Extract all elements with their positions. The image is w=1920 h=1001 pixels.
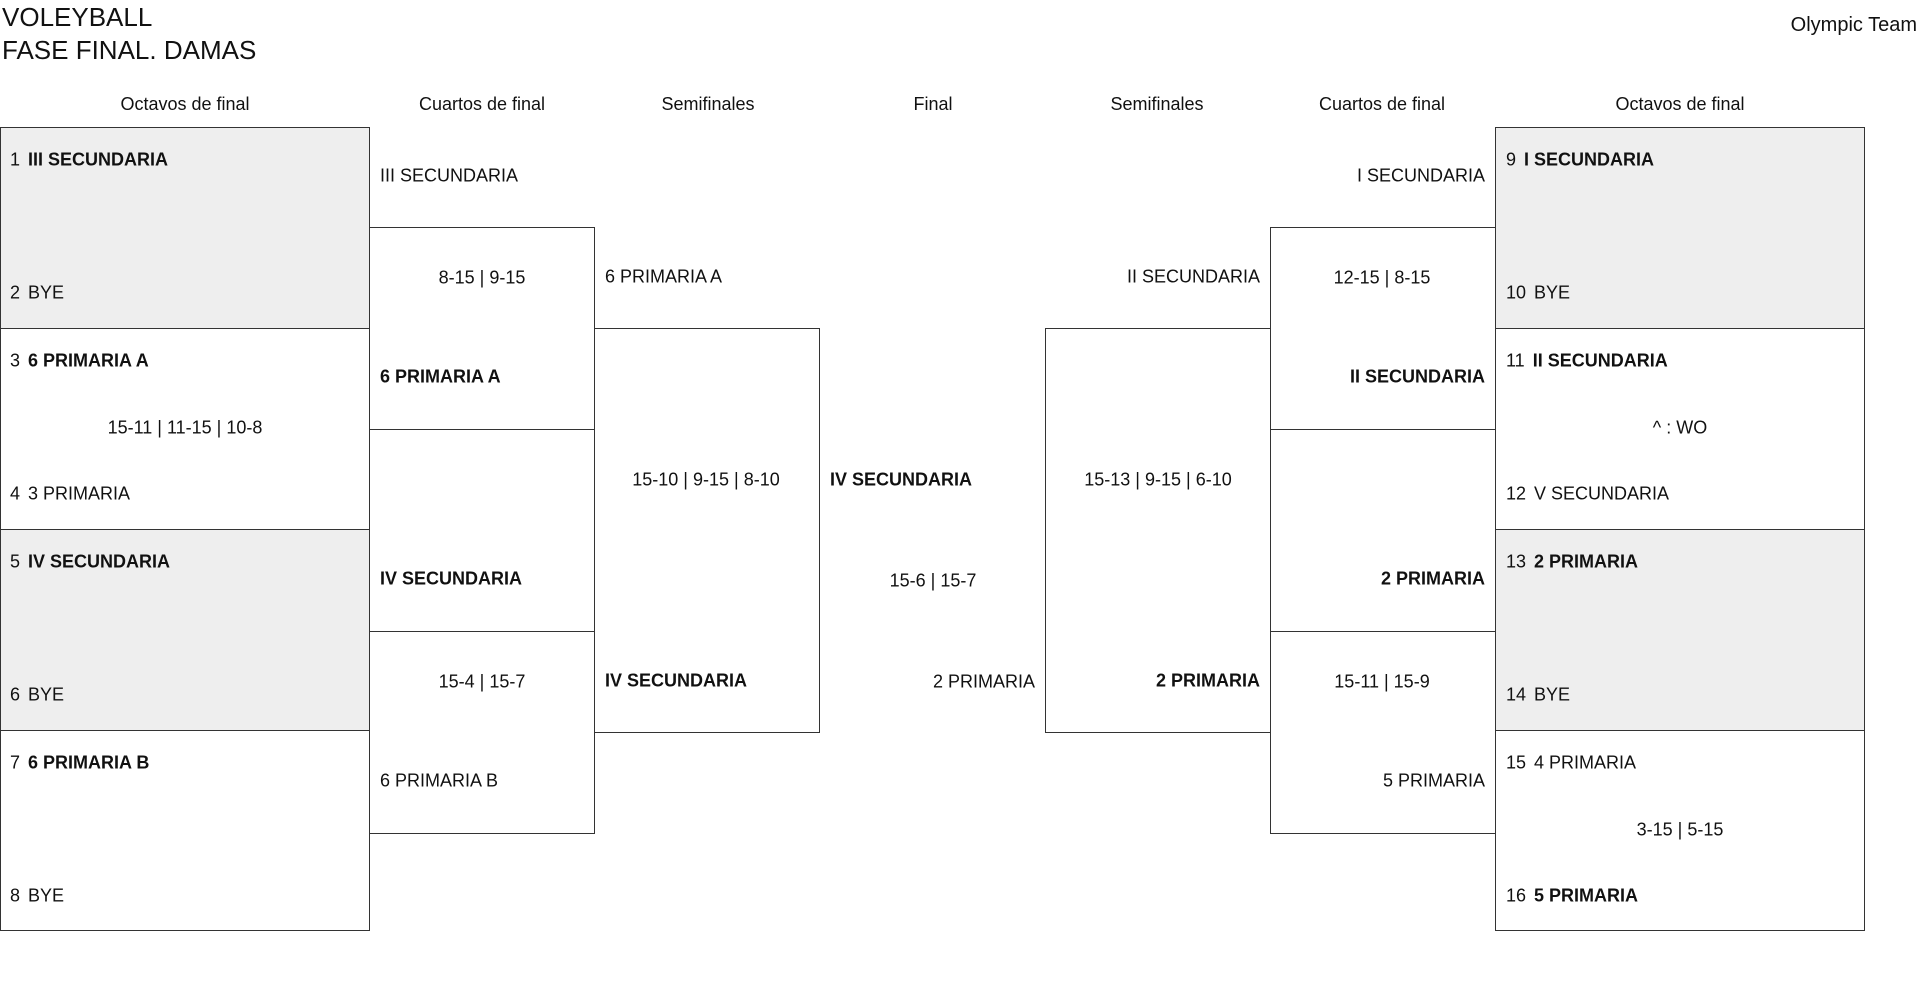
semi-team: 2 PRIMARIA <box>1155 670 1260 691</box>
bracket-connector <box>594 328 820 733</box>
brand-name: Olympic Team <box>1790 14 1917 36</box>
match-score: 3-15 | 5-15 <box>1636 819 1724 840</box>
header-cuartos-left: Cuartos de final <box>418 94 546 114</box>
bracket-connector <box>369 227 595 430</box>
sport-title: VOLEYBALL <box>2 2 153 32</box>
semi-team: II SECUNDARIA <box>1126 266 1260 287</box>
bracket-connector <box>1270 631 1496 834</box>
cuartos-team: 6 PRIMARIA B <box>380 770 499 791</box>
header-cuartos-right: Cuartos de final <box>1318 94 1446 114</box>
match-score: 15-4 | 15-7 <box>438 671 526 692</box>
cuartos-team: 2 PRIMARIA <box>1380 568 1485 589</box>
bracket-connector <box>369 631 595 834</box>
match-score: 8-15 | 9-15 <box>438 267 526 288</box>
match-score: 15-11 | 11-15 | 10-8 <box>107 417 263 438</box>
match-box <box>0 127 370 329</box>
champion-team: IV SECUNDARIA <box>830 469 973 490</box>
match-box <box>0 529 370 731</box>
bracket-connector <box>1270 227 1496 430</box>
final-score: 15-6 | 15-7 <box>889 570 977 591</box>
phase-title: FASE FINAL. DAMAS <box>2 35 257 65</box>
semi-team: IV SECUNDARIA <box>605 670 748 691</box>
finalist-team: 2 PRIMARIA <box>932 671 1035 692</box>
match-score: 15-10 | 9-15 | 8-10 <box>632 469 780 490</box>
match-box <box>1495 127 1865 329</box>
header-semis-left: Semifinales <box>661 94 755 114</box>
cuartos-team: II SECUNDARIA <box>1349 366 1485 387</box>
bracket-connector <box>1045 328 1271 733</box>
match-box <box>1495 529 1865 731</box>
header-octavos-right: Octavos de final <box>1615 94 1745 114</box>
semi-team: 6 PRIMARIA A <box>605 266 723 287</box>
match-score: 15-11 | 15-9 <box>1334 671 1430 692</box>
match-score: 12-15 | 8-15 <box>1333 267 1431 288</box>
cuartos-team: IV SECUNDARIA <box>380 568 523 589</box>
cuartos-team: I SECUNDARIA <box>1356 165 1485 186</box>
match-score: 15-13 | 9-15 | 6-10 <box>1084 469 1232 490</box>
match-score: ^ : WO <box>1652 417 1708 438</box>
header-octavos-left: Octavos de final <box>120 94 250 114</box>
cuartos-team: 5 PRIMARIA <box>1382 770 1485 791</box>
header-final: Final <box>913 94 953 114</box>
cuartos-team: III SECUNDARIA <box>380 165 519 186</box>
cuartos-team: 6 PRIMARIA A <box>380 366 501 387</box>
header-semis-right: Semifinales <box>1110 94 1204 114</box>
